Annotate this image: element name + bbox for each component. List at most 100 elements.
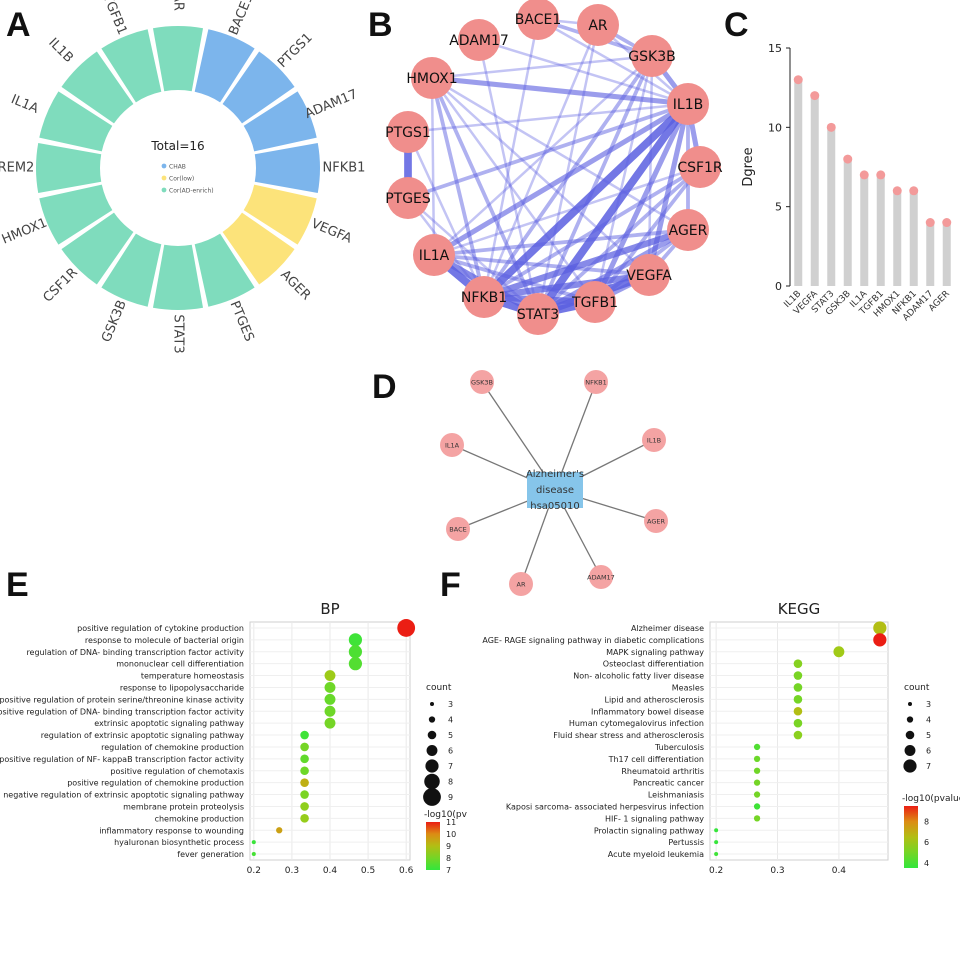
term-label-18: Pertussis (668, 838, 704, 847)
node-label-adam17: ADAM17 (587, 574, 615, 582)
total-label: Total=16 (150, 139, 204, 153)
size-legend-dot-8 (424, 773, 440, 790)
point-nfkb1 (909, 186, 919, 196)
node-label-ar: AR (588, 18, 608, 34)
node-ager (644, 509, 668, 533)
color-bar (426, 822, 440, 870)
term-label-7: Inflammatory bowel disease (591, 707, 704, 716)
y-tick-label-0: 0 (775, 280, 782, 293)
edge-il1b-stat3 (534, 100, 692, 318)
color-legend-title: -log10(pvalue) (902, 794, 960, 804)
label-trem2: TREM2 (0, 161, 34, 176)
dot-7 (324, 705, 336, 717)
dot-2 (348, 645, 363, 659)
panel-letter-f: F (440, 566, 461, 604)
term-label-14: negative regulation of extrinsic apoptot… (3, 791, 244, 800)
label-gsk3b: GSK3B (99, 298, 130, 344)
term-label-16: chemokine production (155, 814, 244, 823)
x-tick-label-0: 0.2 (247, 866, 261, 876)
dot-13 (300, 778, 309, 787)
node-adam17 (589, 565, 613, 589)
label-stat3: STAT3 (171, 314, 186, 353)
node-stat3 (517, 293, 559, 335)
node-ptges (387, 177, 429, 219)
stem-gsk3b (843, 159, 852, 286)
node-adam17 (458, 19, 500, 61)
bar-ptgs1 (222, 51, 295, 124)
label-hmox1: HMOX1 (0, 215, 49, 247)
edge-hmox1-vegfa (430, 76, 651, 277)
size-legend-label-6: 6 (926, 747, 931, 756)
node-bace (446, 517, 470, 541)
size-legend-label-6: 6 (448, 747, 453, 756)
y-tick-label-5: 5 (775, 201, 782, 214)
color-legend-tick-10: 10 (446, 830, 456, 839)
x-tick-label-3: 0.5 (361, 866, 375, 876)
dot-19 (714, 852, 719, 857)
legend-label-1: Cor(low) (169, 176, 194, 183)
size-legend-dot-6 (904, 745, 916, 756)
size-legend-label-5: 5 (448, 731, 453, 740)
term-label-17: inflammatory response to wounding (99, 826, 244, 835)
node-bace1 (517, 0, 559, 40)
term-label-5: Measles (672, 683, 704, 692)
edge-il1b-il1a (431, 101, 691, 258)
term-label-8: extrinsic apoptotic signaling pathway (94, 719, 244, 728)
size-legend-title: count (426, 683, 452, 693)
node-label-ager: AGER (647, 518, 665, 526)
panel-letter-b: B (368, 6, 393, 44)
size-legend-label-7: 7 (448, 762, 453, 771)
edge-vegfa-il1a (432, 253, 651, 277)
x-tick-label-1: 0.3 (770, 866, 784, 876)
label-ptgs1: PTGS1 (275, 30, 316, 71)
label-ager: AGER (277, 267, 313, 303)
dot-7 (793, 706, 803, 716)
size-legend-dot-9 (423, 788, 441, 806)
edge-gsk3b-vegfa (647, 54, 654, 277)
size-legend-label-3: 3 (448, 700, 453, 709)
x-tick-label-4: 0.6 (399, 866, 414, 876)
dot-10 (300, 742, 309, 752)
panel-letter-c: C (724, 6, 749, 44)
dot-15 (300, 802, 309, 811)
edge-bace1-nfkb1 (482, 17, 540, 299)
edge-csf1r-stat3 (536, 165, 702, 316)
node-gsk3b (631, 35, 673, 77)
node-label-ptgs1: PTGS1 (385, 125, 431, 141)
y-tick-label-15: 15 (768, 42, 782, 55)
stem-nfkb1 (909, 190, 918, 286)
label-csf1r: CSF1R (40, 265, 80, 305)
edge-ptges-il1b (406, 102, 690, 200)
term-label-4: Non- alcoholic fatty liver disease (573, 672, 704, 681)
term-label-12: positive regulation of chemotaxis (110, 767, 244, 776)
legend-dot-2 (161, 187, 167, 193)
edge-ptgs1-nfkb1 (406, 130, 486, 299)
dot-16 (300, 814, 309, 823)
point-adam17 (925, 218, 935, 228)
term-label-15: membrane protein proteolysis (123, 802, 244, 811)
size-legend-label-3: 3 (926, 700, 931, 709)
label-nfkb1: NFKB1 (323, 161, 366, 176)
node-label-ager: AGER (669, 223, 708, 239)
node-label-adam17: ADAM17 (449, 33, 509, 49)
dot-9 (300, 730, 309, 740)
point-gsk3b (843, 154, 853, 164)
bar-il1b (61, 51, 134, 124)
y-axis-label: Dgree (741, 147, 756, 186)
bar-vegfa (243, 184, 317, 245)
plot-title: KEGG (778, 600, 821, 618)
node-label-bace1: BACE1 (515, 12, 561, 28)
term-label-2: MAPK signaling pathway (606, 648, 704, 657)
dot-17 (714, 828, 719, 833)
color-legend-tick-11: 11 (446, 818, 456, 827)
term-label-19: Acute myeloid leukemia (608, 850, 704, 859)
edges (404, 17, 703, 318)
size-legend-label-8: 8 (448, 778, 453, 787)
size-legend-dot-4 (428, 716, 436, 723)
edge-csf1r-il1a (432, 165, 702, 257)
legend-label-2: Cor(AD-enrich) (169, 188, 214, 195)
node-tgfb1 (574, 281, 616, 323)
legend-label-0: CHAB (169, 164, 186, 171)
